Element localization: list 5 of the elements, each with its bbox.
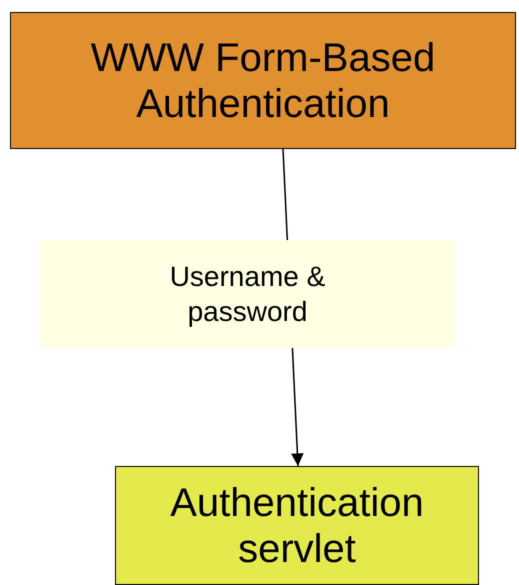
box-label: WWW Form-Based Authentication — [90, 34, 436, 126]
edge-label: Username & password — [40, 240, 455, 348]
box-label: Authentication servlet — [169, 480, 425, 572]
process-box — [115, 466, 479, 585]
process-box — [10, 12, 516, 149]
